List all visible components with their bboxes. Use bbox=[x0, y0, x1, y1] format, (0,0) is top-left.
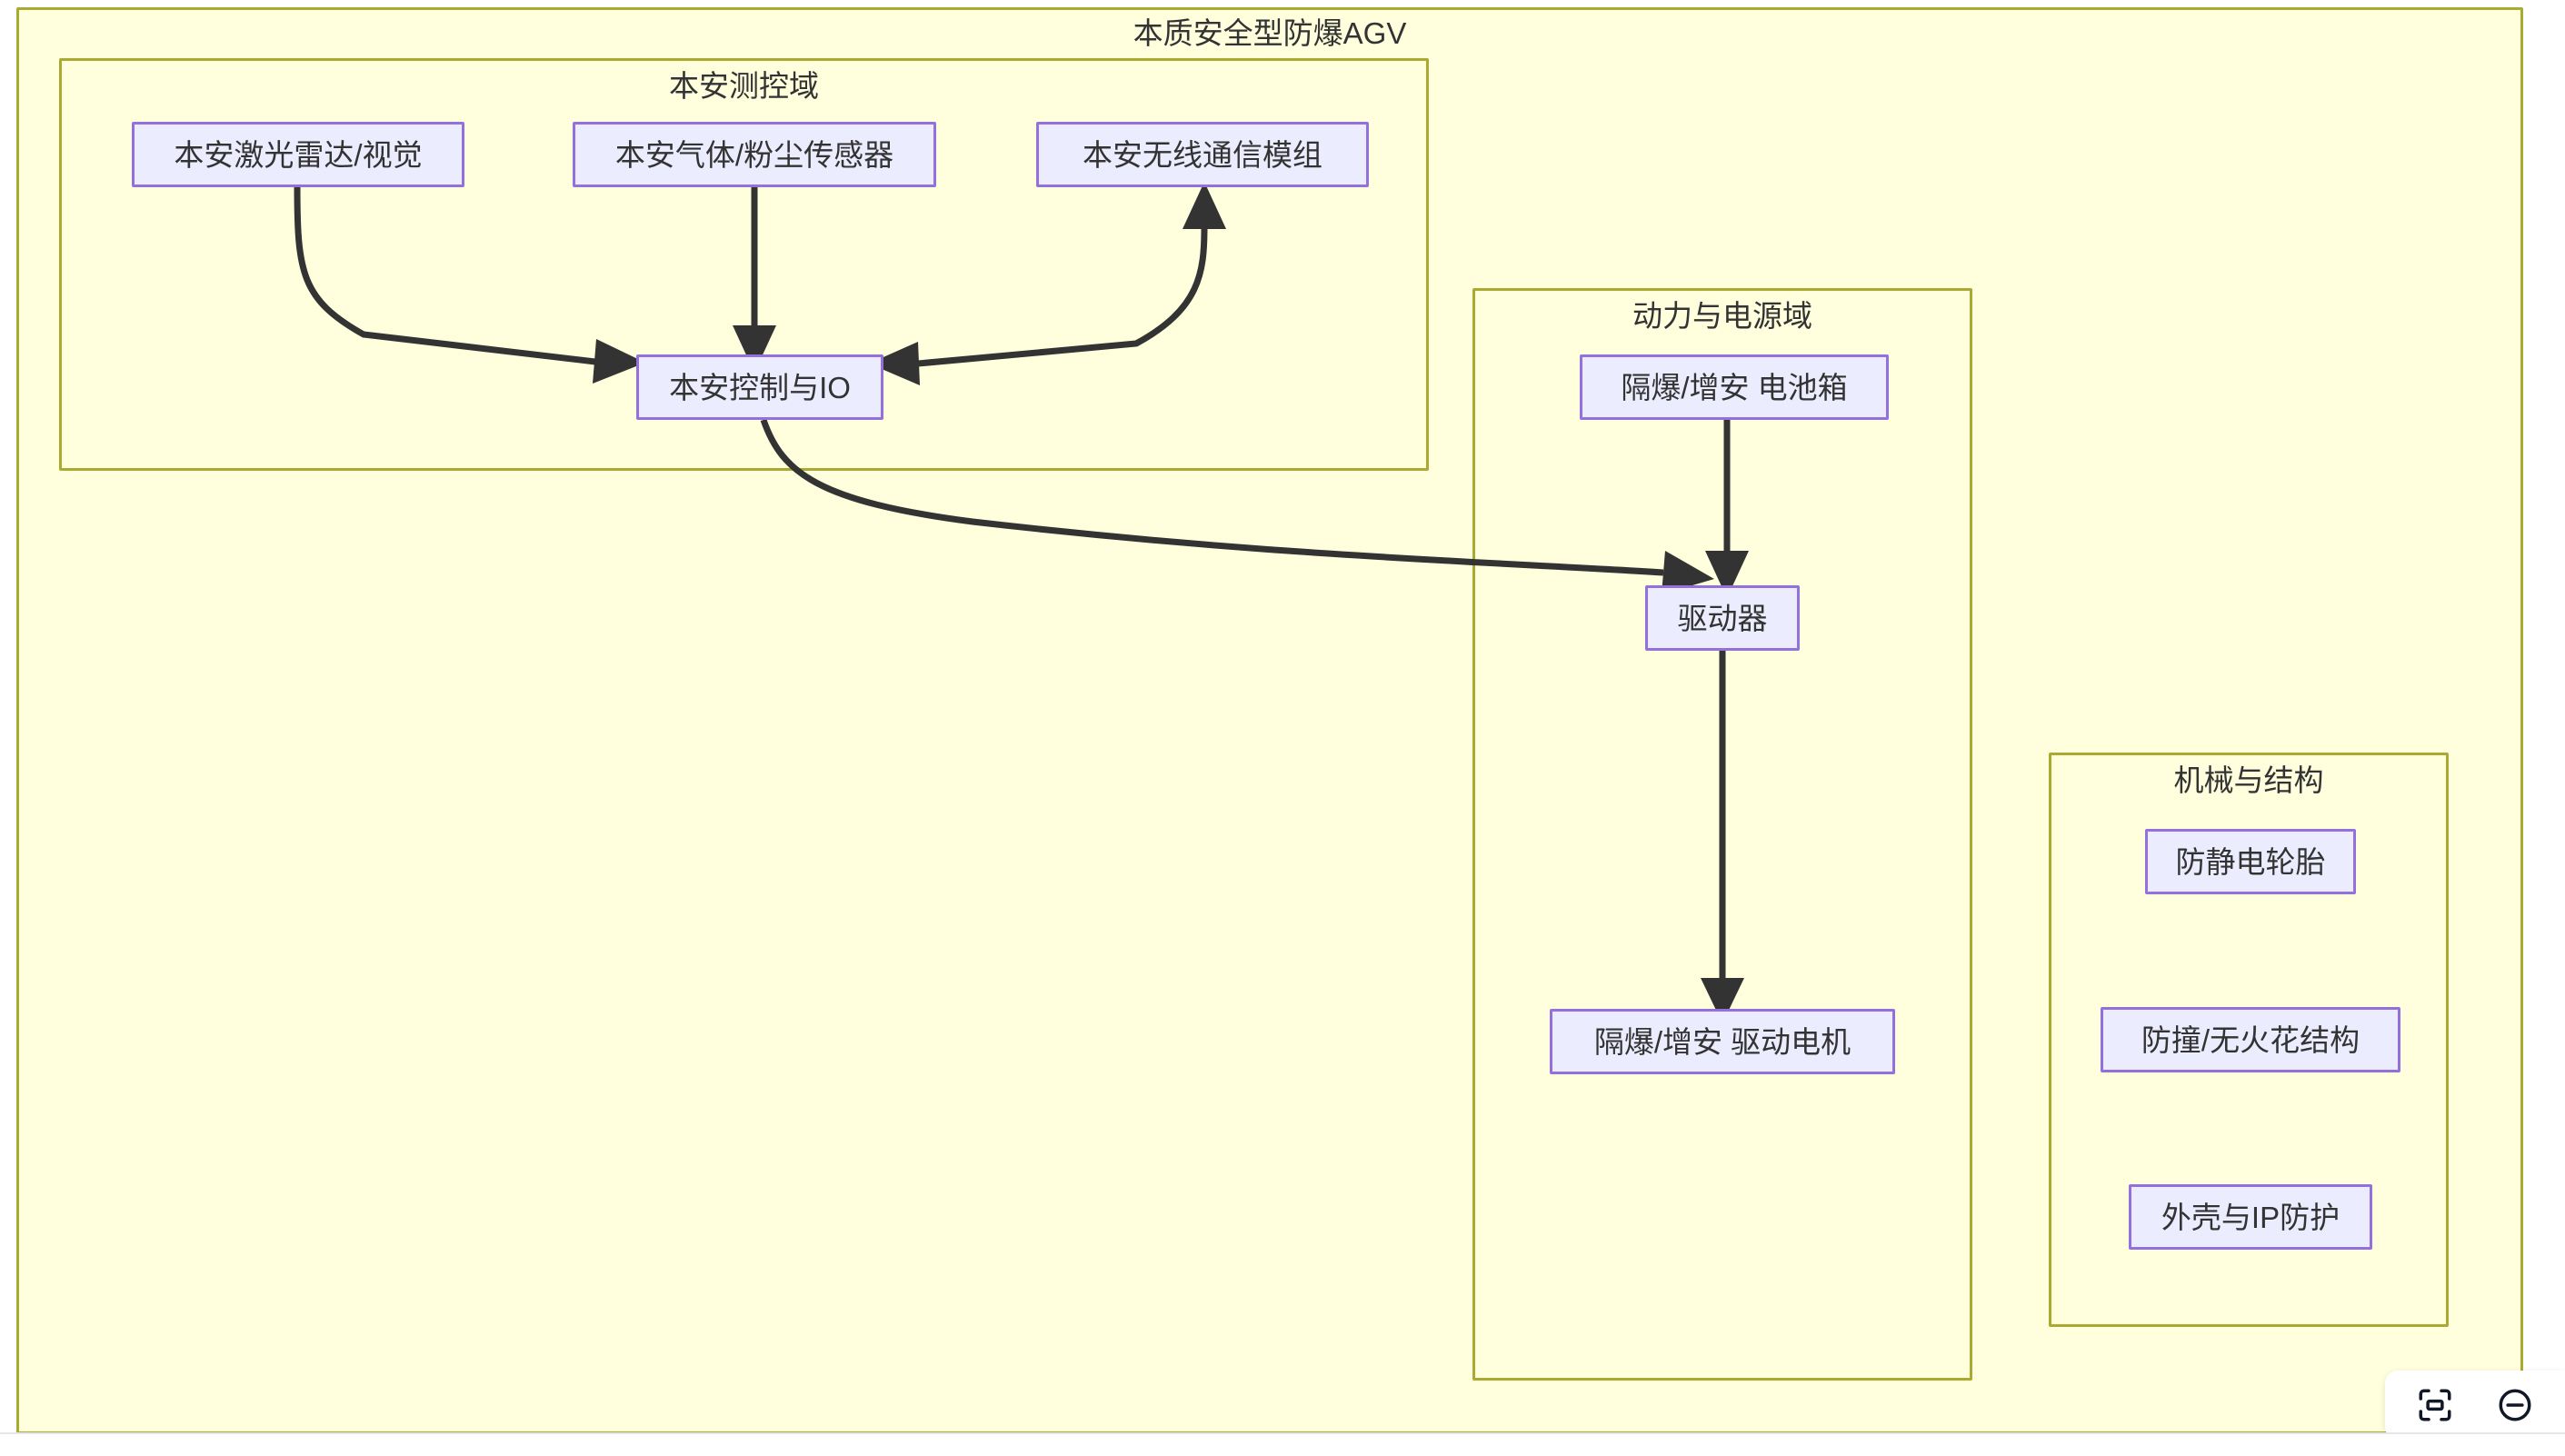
page-bottom-edge bbox=[0, 1432, 2565, 1456]
node-bumper-structure[interactable]: 防撞/无火花结构 bbox=[2101, 1007, 2400, 1072]
node-battery-box-label: 隔爆/增安 电池箱 bbox=[1621, 370, 1848, 404]
fit-to-screen-icon[interactable] bbox=[2416, 1386, 2454, 1424]
node-driver[interactable]: 驱动器 bbox=[1645, 585, 1800, 651]
node-lidar[interactable]: 本安激光雷达/视觉 bbox=[132, 122, 464, 187]
node-driver-label: 驱动器 bbox=[1677, 601, 1768, 635]
node-antistatic-tire[interactable]: 防静电轮胎 bbox=[2145, 829, 2356, 894]
cluster-power-label: 动力与电源域 bbox=[1632, 299, 1812, 333]
node-battery-box[interactable]: 隔爆/增安 电池箱 bbox=[1580, 354, 1889, 420]
diagram-toolbar[interactable] bbox=[2385, 1371, 2565, 1440]
cluster-outer-agv-label: 本质安全型防爆AGV bbox=[1133, 16, 1407, 50]
node-drive-motor-label: 隔爆/增安 驱动电机 bbox=[1593, 1024, 1851, 1059]
node-control-io-label: 本安控制与IO bbox=[669, 370, 851, 404]
node-drive-motor[interactable]: 隔爆/增安 驱动电机 bbox=[1550, 1009, 1895, 1074]
node-gas-sensor[interactable]: 本安气体/粉尘传感器 bbox=[573, 122, 936, 187]
cluster-sensing-label: 本安测控域 bbox=[669, 69, 819, 103]
node-shell-ip-protection-label: 外壳与IP防护 bbox=[2161, 1200, 2340, 1234]
node-wireless-module-label: 本安无线通信模组 bbox=[1083, 137, 1322, 172]
node-gas-sensor-label: 本安气体/粉尘传感器 bbox=[614, 137, 894, 172]
node-lidar-label: 本安激光雷达/视觉 bbox=[174, 137, 423, 172]
cluster-mechanical-label: 机械与结构 bbox=[2173, 763, 2324, 797]
node-shell-ip-protection[interactable]: 外壳与IP防护 bbox=[2129, 1184, 2372, 1250]
node-antistatic-tire-label: 防静电轮胎 bbox=[2175, 844, 2326, 879]
node-control-io[interactable]: 本安控制与IO bbox=[636, 354, 883, 420]
zoom-out-icon[interactable] bbox=[2496, 1386, 2534, 1424]
node-wireless-module[interactable]: 本安无线通信模组 bbox=[1036, 122, 1369, 187]
cluster-power bbox=[1472, 288, 1972, 1381]
node-bumper-structure-label: 防撞/无火花结构 bbox=[2141, 1022, 2360, 1057]
